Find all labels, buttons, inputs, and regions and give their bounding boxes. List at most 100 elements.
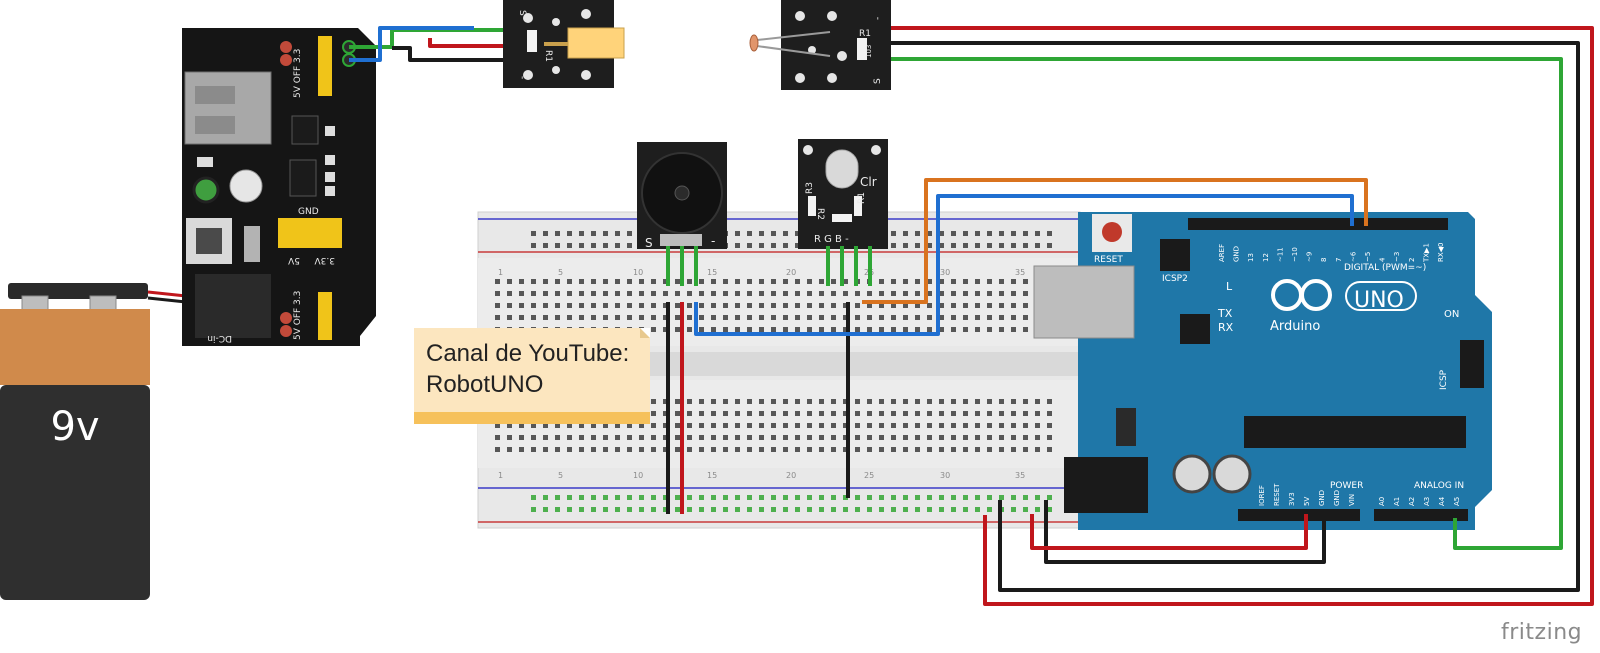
buzzer-pin-s: S bbox=[645, 236, 653, 250]
analog-pin-label-1: A1 bbox=[1393, 497, 1401, 506]
led-r3: R3 bbox=[805, 182, 815, 194]
digital-pin-label-15: RX◀0 bbox=[1437, 243, 1445, 263]
digital-pin-label-2: 13 bbox=[1247, 253, 1255, 262]
icsp-label: ICSP bbox=[1439, 369, 1449, 390]
digital-pin-label-3: 12 bbox=[1262, 253, 1270, 262]
digital-pin-label-6: ~9 bbox=[1306, 252, 1314, 262]
ldr-pin-minus: - bbox=[873, 17, 883, 20]
battery-9v: 9v bbox=[0, 283, 187, 600]
digital-pin-label-7: 8 bbox=[1320, 258, 1328, 262]
buzzer-module: S - bbox=[637, 142, 727, 250]
digital-pin-label-11: 4 bbox=[1379, 257, 1387, 262]
reset-label: RESET bbox=[1094, 255, 1123, 265]
note-line-2: RobotUNO bbox=[426, 371, 544, 398]
arduino-logo-icon bbox=[1271, 279, 1332, 311]
module-label-3v3: 3.3V bbox=[314, 255, 335, 265]
arduino-brand: Arduino bbox=[1270, 319, 1320, 334]
wire-ldr-gnd bbox=[891, 41, 1580, 592]
power-jack bbox=[1064, 457, 1148, 513]
digital-pin-label-1: GND bbox=[1233, 246, 1241, 262]
wire-led-signal bbox=[862, 178, 1368, 304]
power-pin-label-6: VIN bbox=[1348, 494, 1356, 506]
power-pin-label-3: 5V bbox=[1303, 497, 1311, 506]
laser-module: S - R1 bbox=[503, 0, 625, 88]
battery-label: 9v bbox=[50, 404, 99, 450]
bb-col-20: 20 bbox=[786, 268, 796, 277]
power-pin-label-2: 3V3 bbox=[1288, 492, 1296, 506]
led-label-clr: Clr bbox=[860, 175, 877, 189]
wire-laser-red bbox=[428, 38, 503, 48]
potentiometer-icon bbox=[229, 169, 263, 203]
bb-col-15-bottom: 15 bbox=[707, 471, 717, 480]
wire-ldr-vcc bbox=[891, 26, 1594, 606]
digital-label: DIGITAL (PWM=~) bbox=[1344, 263, 1426, 273]
wires bbox=[349, 26, 1594, 606]
module-label-5v: 5V bbox=[287, 255, 300, 265]
bb-col-5-bottom: 5 bbox=[558, 471, 563, 480]
led-pins: R G B - bbox=[814, 234, 849, 245]
digital-pin-label-14: TX▶1 bbox=[1422, 243, 1430, 263]
usb-port bbox=[1033, 265, 1135, 339]
bb-col-20-bottom: 20 bbox=[786, 471, 796, 480]
digital-pin-label-9: ~6 bbox=[1349, 251, 1357, 262]
buzzer-pin-minus: - bbox=[711, 234, 715, 248]
module-label-dcin: DC-in bbox=[207, 333, 232, 343]
laser-pin-s: S bbox=[517, 10, 527, 16]
icsp2-label: ICSP2 bbox=[1162, 274, 1188, 284]
analog-pin-label-2: A2 bbox=[1408, 497, 1416, 506]
ldr-pin-s: S bbox=[873, 78, 883, 84]
note-line-1: Canal de YouTube: bbox=[426, 340, 630, 367]
power-label: POWER bbox=[1330, 481, 1363, 491]
wire-buzzer-signal bbox=[694, 194, 1354, 336]
analog-label: ANALOG IN bbox=[1414, 481, 1464, 491]
led-r2: R2 bbox=[815, 208, 825, 220]
ldr-label: 103 bbox=[865, 45, 873, 58]
digital-pin-label-12: ~3 bbox=[1393, 252, 1401, 262]
power-pin-label-1: RESET bbox=[1273, 483, 1281, 506]
ldr-resistor: R1 bbox=[859, 29, 871, 39]
bb-col-15: 15 bbox=[707, 268, 717, 277]
arduino-model: UNO bbox=[1354, 288, 1404, 313]
bb-col-1: 1 bbox=[498, 268, 503, 277]
bb-col-30: 30 bbox=[940, 268, 950, 277]
laser-pin-minus: - bbox=[517, 76, 527, 79]
wire-bb-5v bbox=[1030, 514, 1308, 550]
digital-pin-label-0: AREF bbox=[1218, 244, 1226, 262]
bb-col-25-bottom: 25 bbox=[864, 471, 874, 480]
module-label-bottom: 5V OFF 3.3 bbox=[293, 291, 303, 340]
led-l-label: L bbox=[1226, 280, 1233, 293]
digital-pin-label-4: ~11 bbox=[1276, 247, 1284, 262]
wire-bb-gnd bbox=[1044, 500, 1326, 564]
wire-laser-black bbox=[392, 46, 503, 62]
arduino-uno-board: RESET ICSP2 ICSP DIGITAL (PWM=~) L TX RX… bbox=[1033, 212, 1492, 530]
digital-pin-label-5: ~10 bbox=[1291, 247, 1299, 262]
power-pin-label-5: GND bbox=[1333, 490, 1341, 506]
led-r1: R1 bbox=[857, 192, 867, 204]
power-pin-labels: IOREF RESET 3V3 5V GND GND VIN bbox=[1258, 483, 1356, 506]
annotation-note: Canal de YouTube: RobotUNO bbox=[414, 328, 650, 424]
analog-pin-label-0: A0 bbox=[1378, 497, 1386, 506]
bb-col-10: 10 bbox=[633, 268, 643, 277]
bb-col-1-bottom: 1 bbox=[498, 471, 503, 480]
led-on-label: ON bbox=[1444, 309, 1459, 320]
module-label-gnd: GND bbox=[298, 207, 319, 217]
led-rx-label: RX bbox=[1218, 321, 1234, 334]
ldr-module: R1 S - 103 bbox=[749, 0, 891, 90]
power-pin-label-0: IOREF bbox=[1258, 485, 1266, 506]
analog-pin-label-3: A3 bbox=[1423, 497, 1431, 506]
digital-pin-label-8: 7 bbox=[1335, 258, 1343, 262]
led-tx-label: TX bbox=[1217, 307, 1233, 320]
analog-pin-label-4: A4 bbox=[1438, 496, 1446, 506]
wire-laser-blue bbox=[349, 26, 474, 62]
fritzing-watermark: fritzing bbox=[1501, 620, 1583, 645]
power-pin-label-4: GND bbox=[1318, 490, 1326, 506]
analog-pin-labels: A0 A1 A2 A3 A4 A5 bbox=[1378, 496, 1461, 506]
breadboard-power-module: 5V OFF 3.3 5V OFF 3.3 GND 5V 3.3V DC-in bbox=[182, 28, 376, 346]
laser-resistor: R1 bbox=[543, 50, 553, 62]
analog-pin-label-5: A5 bbox=[1453, 497, 1461, 506]
bb-col-35: 35 bbox=[1015, 268, 1025, 277]
rgb-led-module: Clr R3 R1 R2 R G B - bbox=[798, 139, 888, 249]
bb-col-5: 5 bbox=[558, 268, 563, 277]
